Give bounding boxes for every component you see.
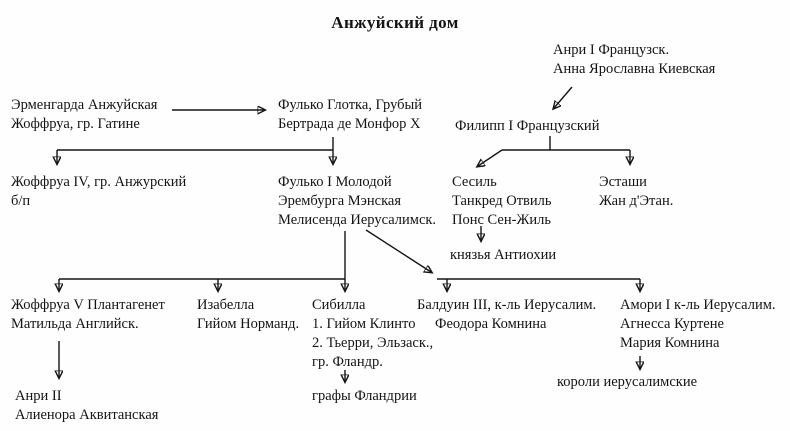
node-sibilla: Сибилла 1. Гийом Клинто 2. Тьерри, Эльза…: [312, 296, 433, 372]
node-princes-of-antioch: князья Антиохии: [450, 246, 556, 265]
node-philipp-i: Филипп I Французский: [455, 117, 599, 136]
person-name: Эсташи: [599, 174, 647, 190]
person-name: Агнесса Куртене: [620, 316, 724, 332]
person-note: б/п: [11, 193, 31, 209]
node-isabella: Изабелла Гийом Норманд.: [197, 296, 299, 334]
node-geoffroy-v: Жоффруа V Плантагенет Матильда Английск.: [11, 296, 165, 334]
person-name: Танкред Отвиль: [452, 193, 552, 209]
person-name: Понс Сен-Жиль: [452, 212, 552, 228]
person-name: 2. Тьерри, Эльзаск.,: [312, 335, 434, 351]
person-name: Жоффруа V Плантагенет: [11, 297, 165, 313]
node-henri-ii: Анри II Алиенора Аквитанская: [15, 387, 158, 425]
person-name: Эрменгарда Анжуйская: [11, 97, 158, 113]
node-baldwin-iii: Балдуин III, к-ль Иерусалим. Феодора Ком…: [417, 296, 596, 334]
person-name: Анри II: [15, 388, 62, 404]
person-name: Жоффруа, гр. Гатине: [11, 116, 140, 132]
node-cecile: Сесиль Танкред Отвиль Понс Сен-Жиль: [452, 173, 552, 230]
node-ermengarda: Эрменгарда Анжуйская Жоффруа, гр. Гатине: [11, 96, 157, 134]
node-counts-of-flanders: графы Фландрии: [312, 387, 417, 406]
person-name: 1. Гийом Клинто: [312, 316, 416, 332]
node-kings-of-jerusalem: короли иерусалимские: [557, 373, 697, 392]
person-name: Сесиль: [452, 174, 497, 190]
dynasty-label: короли иерусалимские: [557, 374, 698, 390]
person-name: Мелисенда Иерусалимск.: [278, 212, 437, 228]
person-name: Эрембурга Мэнская: [278, 193, 402, 209]
person-name: Бертрада де Монфор X: [278, 116, 421, 132]
node-fulko-young: Фулько I Молодой Эрембурга Мэнская Мелис…: [278, 173, 436, 230]
node-geoffroy-iv: Жоффруа IV, гр. Анжурский б/п: [11, 173, 186, 211]
person-name: Матильда Английск.: [11, 316, 139, 332]
dynasty-label: князья Антиохии: [450, 247, 557, 263]
person-name: Балдуин III, к-ль Иерусалим.: [417, 297, 597, 313]
person-name: Жан д'Этан.: [599, 193, 674, 209]
person-name: Сибилла: [312, 297, 366, 313]
person-note: гр. Фландр.: [312, 354, 383, 370]
person-name: Анри I Французск.: [553, 42, 670, 58]
node-anri-i-french: Анри I Французск. Анна Ярославна Киевска…: [553, 41, 715, 79]
node-amori-i: Амори I к-ль Иерусалим. Агнесса Куртене …: [620, 296, 776, 353]
person-name: Амори I к-ль Иерусалим.: [620, 297, 776, 313]
person-name: Феодора Комнина: [435, 316, 547, 332]
person-name: Анна Ярославна Киевская: [553, 61, 716, 77]
person-name: Жоффруа IV, гр. Анжурский: [11, 174, 187, 190]
person-name: Изабелла: [197, 297, 255, 313]
person-name: Фулько I Молодой: [278, 174, 392, 190]
person-name: Алиенора Аквитанская: [15, 407, 159, 423]
page-title: Анжуйский дом: [331, 13, 459, 32]
dynasty-label: графы Фландрии: [312, 388, 417, 404]
person-name: Филипп I Французский: [455, 118, 600, 134]
person-name: Мария Комнина: [620, 335, 720, 351]
node-estashi: Эсташи Жан д'Этан.: [599, 173, 673, 211]
person-name: Гийом Норманд.: [197, 316, 300, 332]
node-fulko-glotka: Фулько Глотка, Грубый Бертрада де Монфор…: [278, 96, 422, 134]
person-name: Фулько Глотка, Грубый: [278, 97, 423, 113]
